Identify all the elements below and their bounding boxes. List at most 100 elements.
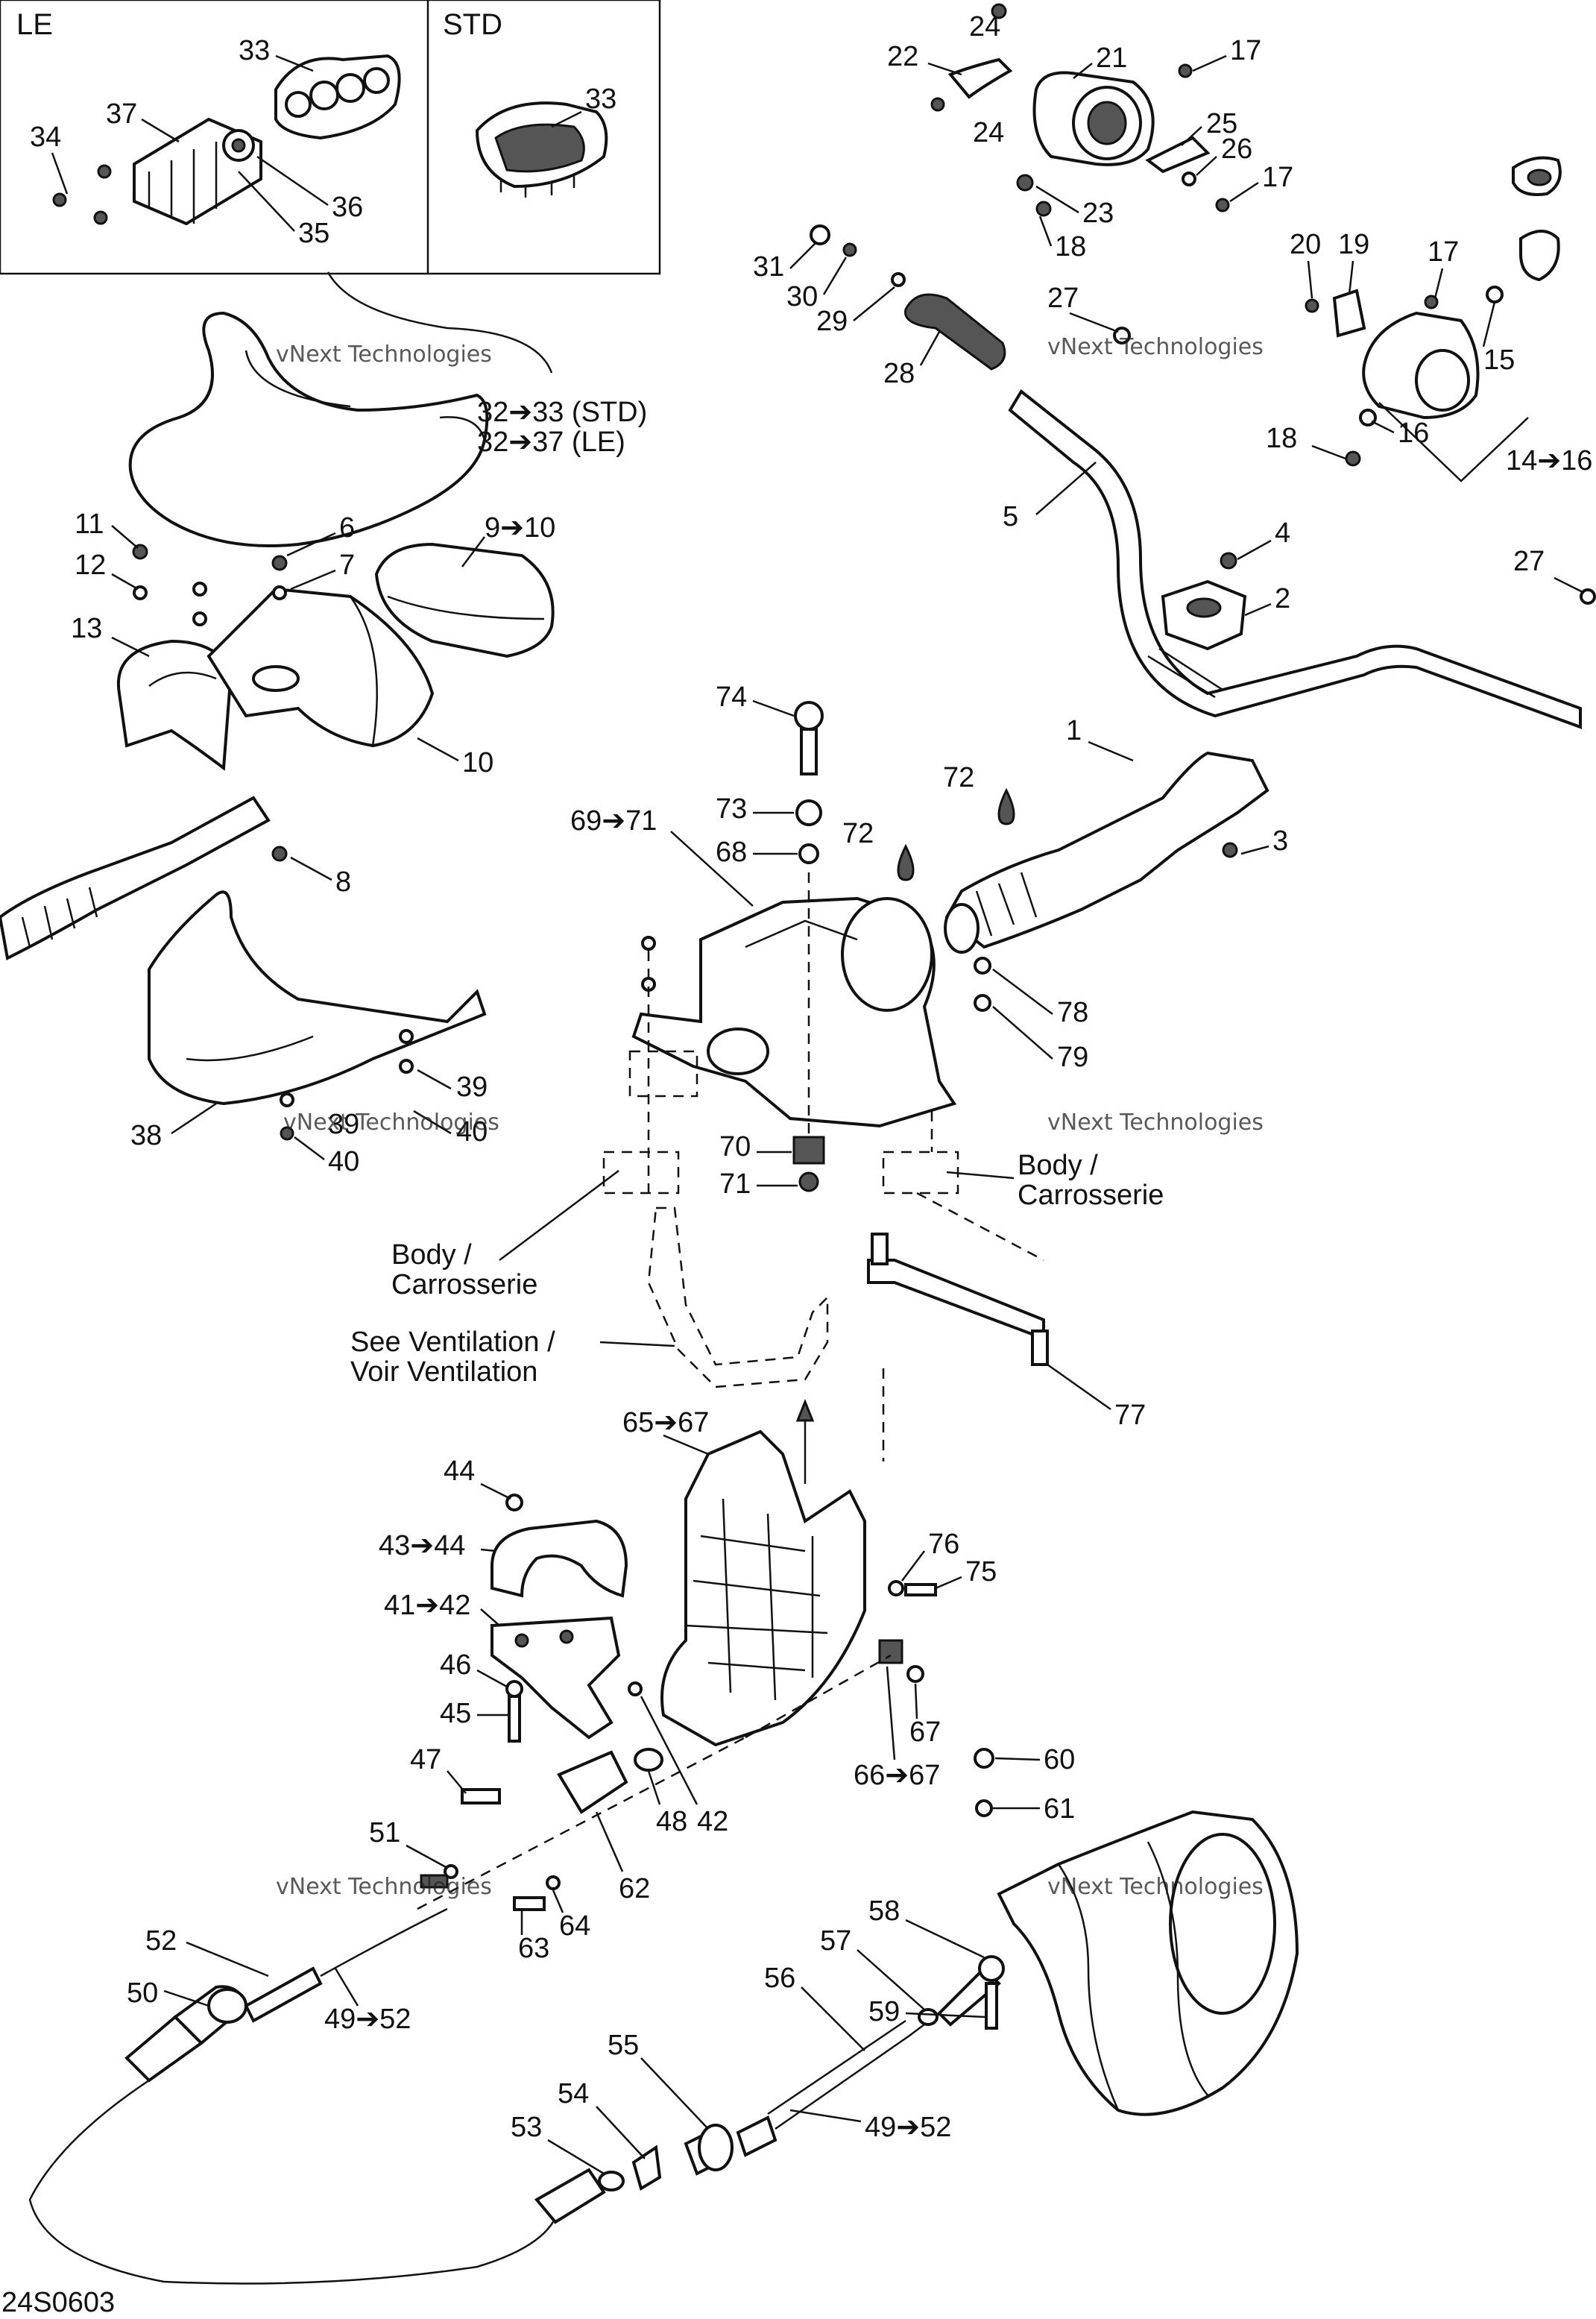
part-22-lever	[947, 57, 1013, 99]
label-71: 71	[719, 1168, 751, 1200]
label-72a: 72	[943, 762, 974, 793]
label-64: 64	[559, 1910, 590, 1942]
part-jet-nozzle	[997, 1810, 1299, 2116]
part-43-upper-clamp	[491, 1519, 628, 1598]
label-47: 47	[410, 1744, 441, 1775]
label-19: 19	[1338, 229, 1369, 260]
label-48: 48	[656, 1806, 687, 1837]
watermark-1: vNext Technologies	[276, 342, 492, 368]
label-20: 20	[1290, 229, 1321, 260]
label-73: 73	[716, 793, 747, 825]
label-33-std: 33	[585, 84, 616, 115]
label-74: 74	[716, 682, 747, 713]
watermark-3: vNext Technologies	[283, 1110, 499, 1136]
part-57-58-rod-end	[918, 1955, 1005, 2030]
label-78: 78	[1057, 997, 1088, 1028]
label-27a: 27	[1047, 283, 1079, 314]
part-50-cable-end-left	[124, 1966, 323, 2083]
label-5: 5	[1003, 501, 1018, 532]
label-2: 2	[1275, 583, 1290, 614]
part-38-lower-cover	[148, 890, 487, 1106]
label-28: 28	[883, 358, 915, 389]
part-69-steering-housing	[631, 896, 957, 1128]
ventilation-bracket-dashed	[647, 1206, 829, 1388]
inset-boxes: LE STD 33 37	[0, 0, 661, 275]
part-1-steering-column	[944, 751, 1269, 954]
label-25: 25	[1206, 108, 1237, 139]
part-33-std-bezel	[475, 101, 608, 198]
part-bolts-left	[132, 544, 414, 1141]
watermark-2: vNext Technologies	[1047, 334, 1264, 360]
label-15: 15	[1483, 344, 1515, 376]
part-41-lower-clamp	[491, 1616, 621, 1740]
label-31: 31	[753, 251, 784, 283]
label-62: 62	[619, 1873, 650, 1904]
label-52: 52	[145, 1925, 177, 1957]
label-24b: 24	[973, 117, 1004, 148]
label-53: 53	[511, 2112, 542, 2143]
watermark-4: vNext Technologies	[1047, 1110, 1264, 1136]
note-body-right-line1: Body /	[1018, 1150, 1098, 1181]
part-housing-fasteners	[641, 701, 991, 1192]
watermark-5: vNext Technologies	[276, 1874, 492, 1900]
label-54: 54	[558, 2078, 589, 2109]
note-body-left-line1: Body /	[391, 1239, 472, 1271]
label-72b: 72	[842, 818, 874, 849]
label-39b: 39	[328, 1109, 359, 1140]
label-37: 37	[106, 98, 137, 130]
label-30: 30	[786, 281, 818, 312]
label-43: 43➔44	[379, 1530, 465, 1561]
label-49b: 49➔52	[865, 2112, 951, 2143]
label-65: 65➔67	[622, 1407, 709, 1438]
label-59: 59	[868, 1996, 900, 2027]
label-36: 36	[332, 192, 363, 223]
label-46: 46	[440, 1649, 471, 1681]
label-4: 4	[1275, 517, 1290, 549]
label-66: 66➔67	[854, 1760, 940, 1791]
label-69: 69➔71	[570, 805, 657, 837]
label-56: 56	[764, 1963, 795, 1994]
watermarks: vNext Technologies vNext Technologies vN…	[276, 334, 1264, 1900]
label-41: 41➔42	[384, 1590, 470, 1621]
label-70: 70	[719, 1131, 751, 1162]
label-18b: 18	[1266, 423, 1297, 454]
note-body-right-line2: Carrosserie	[1018, 1180, 1164, 1211]
part-33-le-gauge-panel	[274, 54, 401, 140]
label-21: 21	[1096, 43, 1127, 74]
label-77: 77	[1114, 1400, 1146, 1431]
label-76: 76	[928, 1529, 959, 1560]
label-6: 6	[339, 512, 355, 544]
label-58: 58	[868, 1895, 900, 1927]
watermark-6: vNext Technologies	[1047, 1874, 1264, 1900]
part-32-handlebar-cover	[128, 311, 489, 547]
label-61: 61	[1044, 1793, 1075, 1825]
part-21-throttle-housing	[1032, 71, 1155, 166]
label-32-le: 32➔37 (LE)	[477, 427, 625, 458]
label-55: 55	[608, 2030, 639, 2061]
label-22: 22	[887, 41, 918, 72]
label-57: 57	[820, 1925, 851, 1957]
label-27b: 27	[1513, 546, 1545, 577]
label-39a: 39	[456, 1072, 488, 1103]
part-72-grease-marks	[897, 787, 1015, 881]
label-13: 13	[71, 613, 102, 644]
label-45: 45	[440, 1698, 471, 1729]
part-16-housing	[1362, 311, 1480, 420]
label-49a: 49➔52	[324, 2004, 411, 2035]
label-33-le: 33	[239, 35, 270, 66]
part-left-grip-assembly	[0, 796, 271, 960]
mounting-dashed-outlines	[602, 872, 1044, 1262]
label-75: 75	[965, 1556, 997, 1588]
part-77-rod	[867, 1233, 1049, 1366]
part-37-le-bracket	[133, 117, 262, 226]
label-42: 42	[697, 1806, 728, 1837]
label-29: 29	[816, 306, 848, 337]
label-38: 38	[130, 1120, 162, 1151]
part-clamp-fasteners	[420, 1494, 663, 1911]
figure-code: 24S0603	[1, 2287, 115, 2318]
label-3: 3	[1272, 825, 1288, 857]
label-68: 68	[716, 837, 747, 868]
label-24a: 24	[969, 11, 1000, 43]
label-9: 9➔10	[485, 512, 555, 544]
note-ventilation-line1: See Ventilation /	[350, 1327, 555, 1358]
